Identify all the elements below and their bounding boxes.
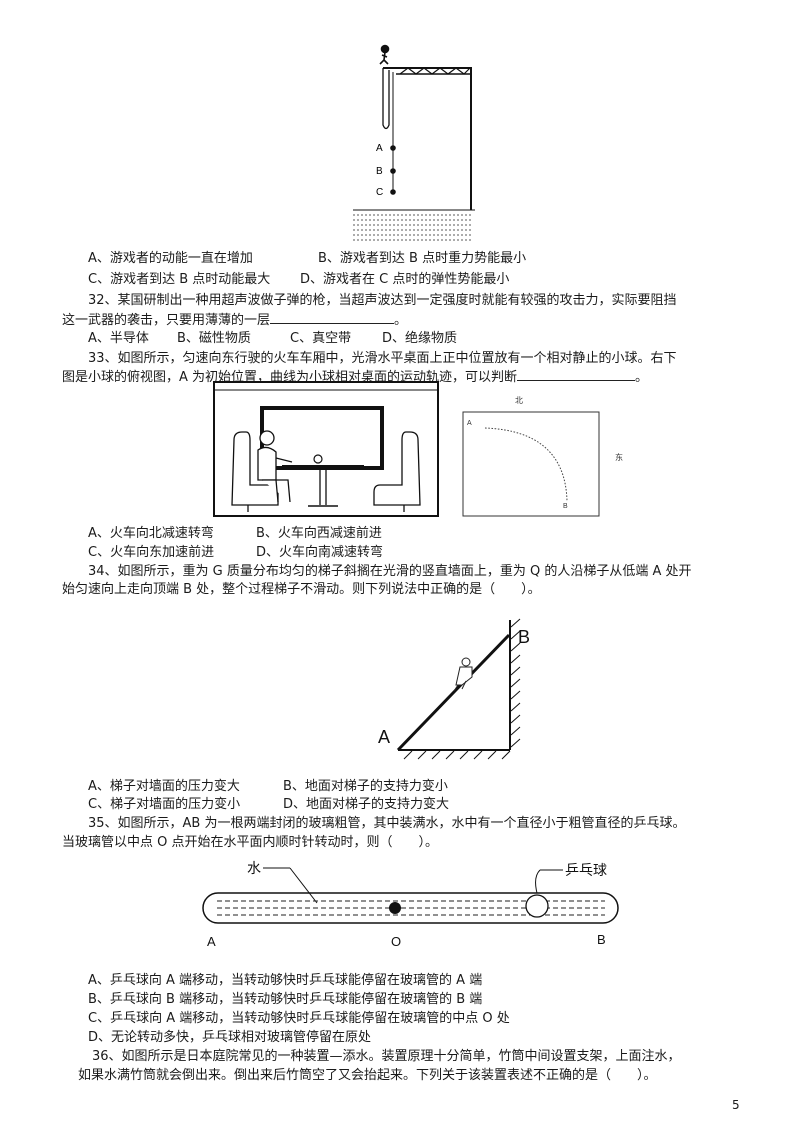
glass-tube-figure: 水 乒乓球 A O B	[202, 860, 619, 949]
label-b: B	[376, 166, 383, 177]
ball-top-view-figure: 北 东 A B	[462, 396, 623, 517]
label-c: C	[376, 187, 383, 198]
q34-stem-line1: 34、如图所示，重为 G 质量分布均匀的梯子斜搁在光滑的竖直墙面上，重为 Q 的…	[88, 564, 692, 579]
ladder-figure: A B	[378, 618, 530, 760]
answer-blank	[517, 368, 636, 381]
label-a: A	[376, 143, 383, 154]
q35-option-c: C、乒乓球向 A 端移动，当转动够快时乒乓球能停留在玻璃管的中点 O 处	[88, 1011, 510, 1026]
water-label: 水	[247, 860, 261, 876]
east-label: 东	[615, 452, 623, 462]
climber-icon	[453, 657, 473, 692]
bungee-figure: A B C	[353, 44, 475, 241]
q33-option-b: B、火车向西减速前进	[256, 526, 382, 541]
answer-blank	[270, 311, 395, 324]
ping-pong-label: 乒乓球	[565, 862, 607, 878]
start-a-label: A	[467, 420, 472, 427]
pivot-point	[389, 902, 401, 914]
q34-option-c: C、梯子对墙面的压力变小	[88, 797, 241, 812]
q35-stem-line2: 当玻璃管以中点 O 点开始在水平面内顺时针转动时，则（ ）。	[62, 835, 438, 850]
ping-pong-ball	[525, 894, 549, 918]
q35-option-a: A、乒乓球向 A 端移动，当转动够快时乒乓球能停留在玻璃管的 A 端	[88, 973, 483, 988]
page-number: 5	[732, 1098, 740, 1112]
q32-option-b: B、磁性物质	[177, 331, 251, 346]
q34-stem-line2: 始匀速向上走向顶端 B 处，整个过程梯子不滑动。则下列说法中正确的是（ ）。	[62, 582, 541, 597]
train-compartment-figure	[213, 381, 439, 517]
q32-stem-line2: 这一武器的袭击，只要用薄薄的一层。	[62, 311, 408, 328]
q35-option-b: B、乒乓球向 B 端移动，当转动够快时乒乓球能停留在玻璃管的 B 端	[88, 992, 483, 1007]
person-icon	[379, 44, 390, 65]
q35-option-d: D、无论转动多快，乒乓球相对玻璃管停留在原处	[88, 1030, 372, 1045]
ball-icon	[313, 454, 323, 464]
q32-option-c: C、真空带	[290, 331, 352, 346]
q34-option-d: D、地面对梯子的支持力变大	[283, 797, 450, 812]
q36-stem-line2: 如果水满竹筒就会倒出来。倒出来后竹筒空了又会抬起来。下列关于该装置表述不正确的是…	[78, 1068, 657, 1083]
q35-stem-line1: 35、如图所示，AB 为一根两端封闭的玻璃粗管，其中装满水，水中有一个直径小于粗…	[88, 816, 686, 831]
tube-end-a-label: A	[207, 934, 216, 949]
ladder-end-b-label: B	[518, 627, 530, 647]
q36-stem-line1: 36、如图所示是日本庭院常见的一种装置—添水。装置原理十分简单，竹筒中间设置支架…	[92, 1049, 681, 1064]
q31-option-c: C、游戏者到达 B 点时动能最大	[88, 272, 271, 287]
q32-option-d: D、绝缘物质	[382, 331, 458, 346]
q32-stem-line1: 32、某国研制出一种用超声波做子弹的枪，当超声波达到一定强度时就能有较强的攻击力…	[88, 293, 677, 308]
passenger-icon	[257, 430, 293, 503]
tube-end-b-label: B	[597, 932, 606, 947]
tube	[202, 892, 619, 924]
center-o-label: O	[391, 934, 401, 949]
q31-option-d: D、游戏者在 C 点时的弹性势能最小	[300, 272, 510, 287]
q34-option-a: A、梯子对墙面的压力变大	[88, 779, 240, 794]
q31-option-a: A、游戏者的动能一直在增加	[88, 251, 253, 266]
q32-option-a: A、半导体	[88, 331, 149, 346]
ladder-end-a-label: A	[378, 727, 390, 747]
q31-option-b: B、游戏者到达 B 点时重力势能最小	[318, 251, 527, 266]
q33-option-a: A、火车向北减速转弯	[88, 526, 214, 541]
q33-option-d: D、火车向南减速转弯	[256, 545, 384, 560]
north-label: 北	[515, 396, 523, 405]
end-b-label: B	[563, 503, 568, 510]
q33-stem-line1: 33、如图所示，匀速向东行驶的火车车厢中，光滑水平桌面上正中位置放有一个相对静止…	[88, 351, 677, 366]
q33-option-c: C、火车向东加速前进	[88, 545, 215, 560]
q34-option-b: B、地面对梯子的支持力变小	[283, 779, 448, 794]
